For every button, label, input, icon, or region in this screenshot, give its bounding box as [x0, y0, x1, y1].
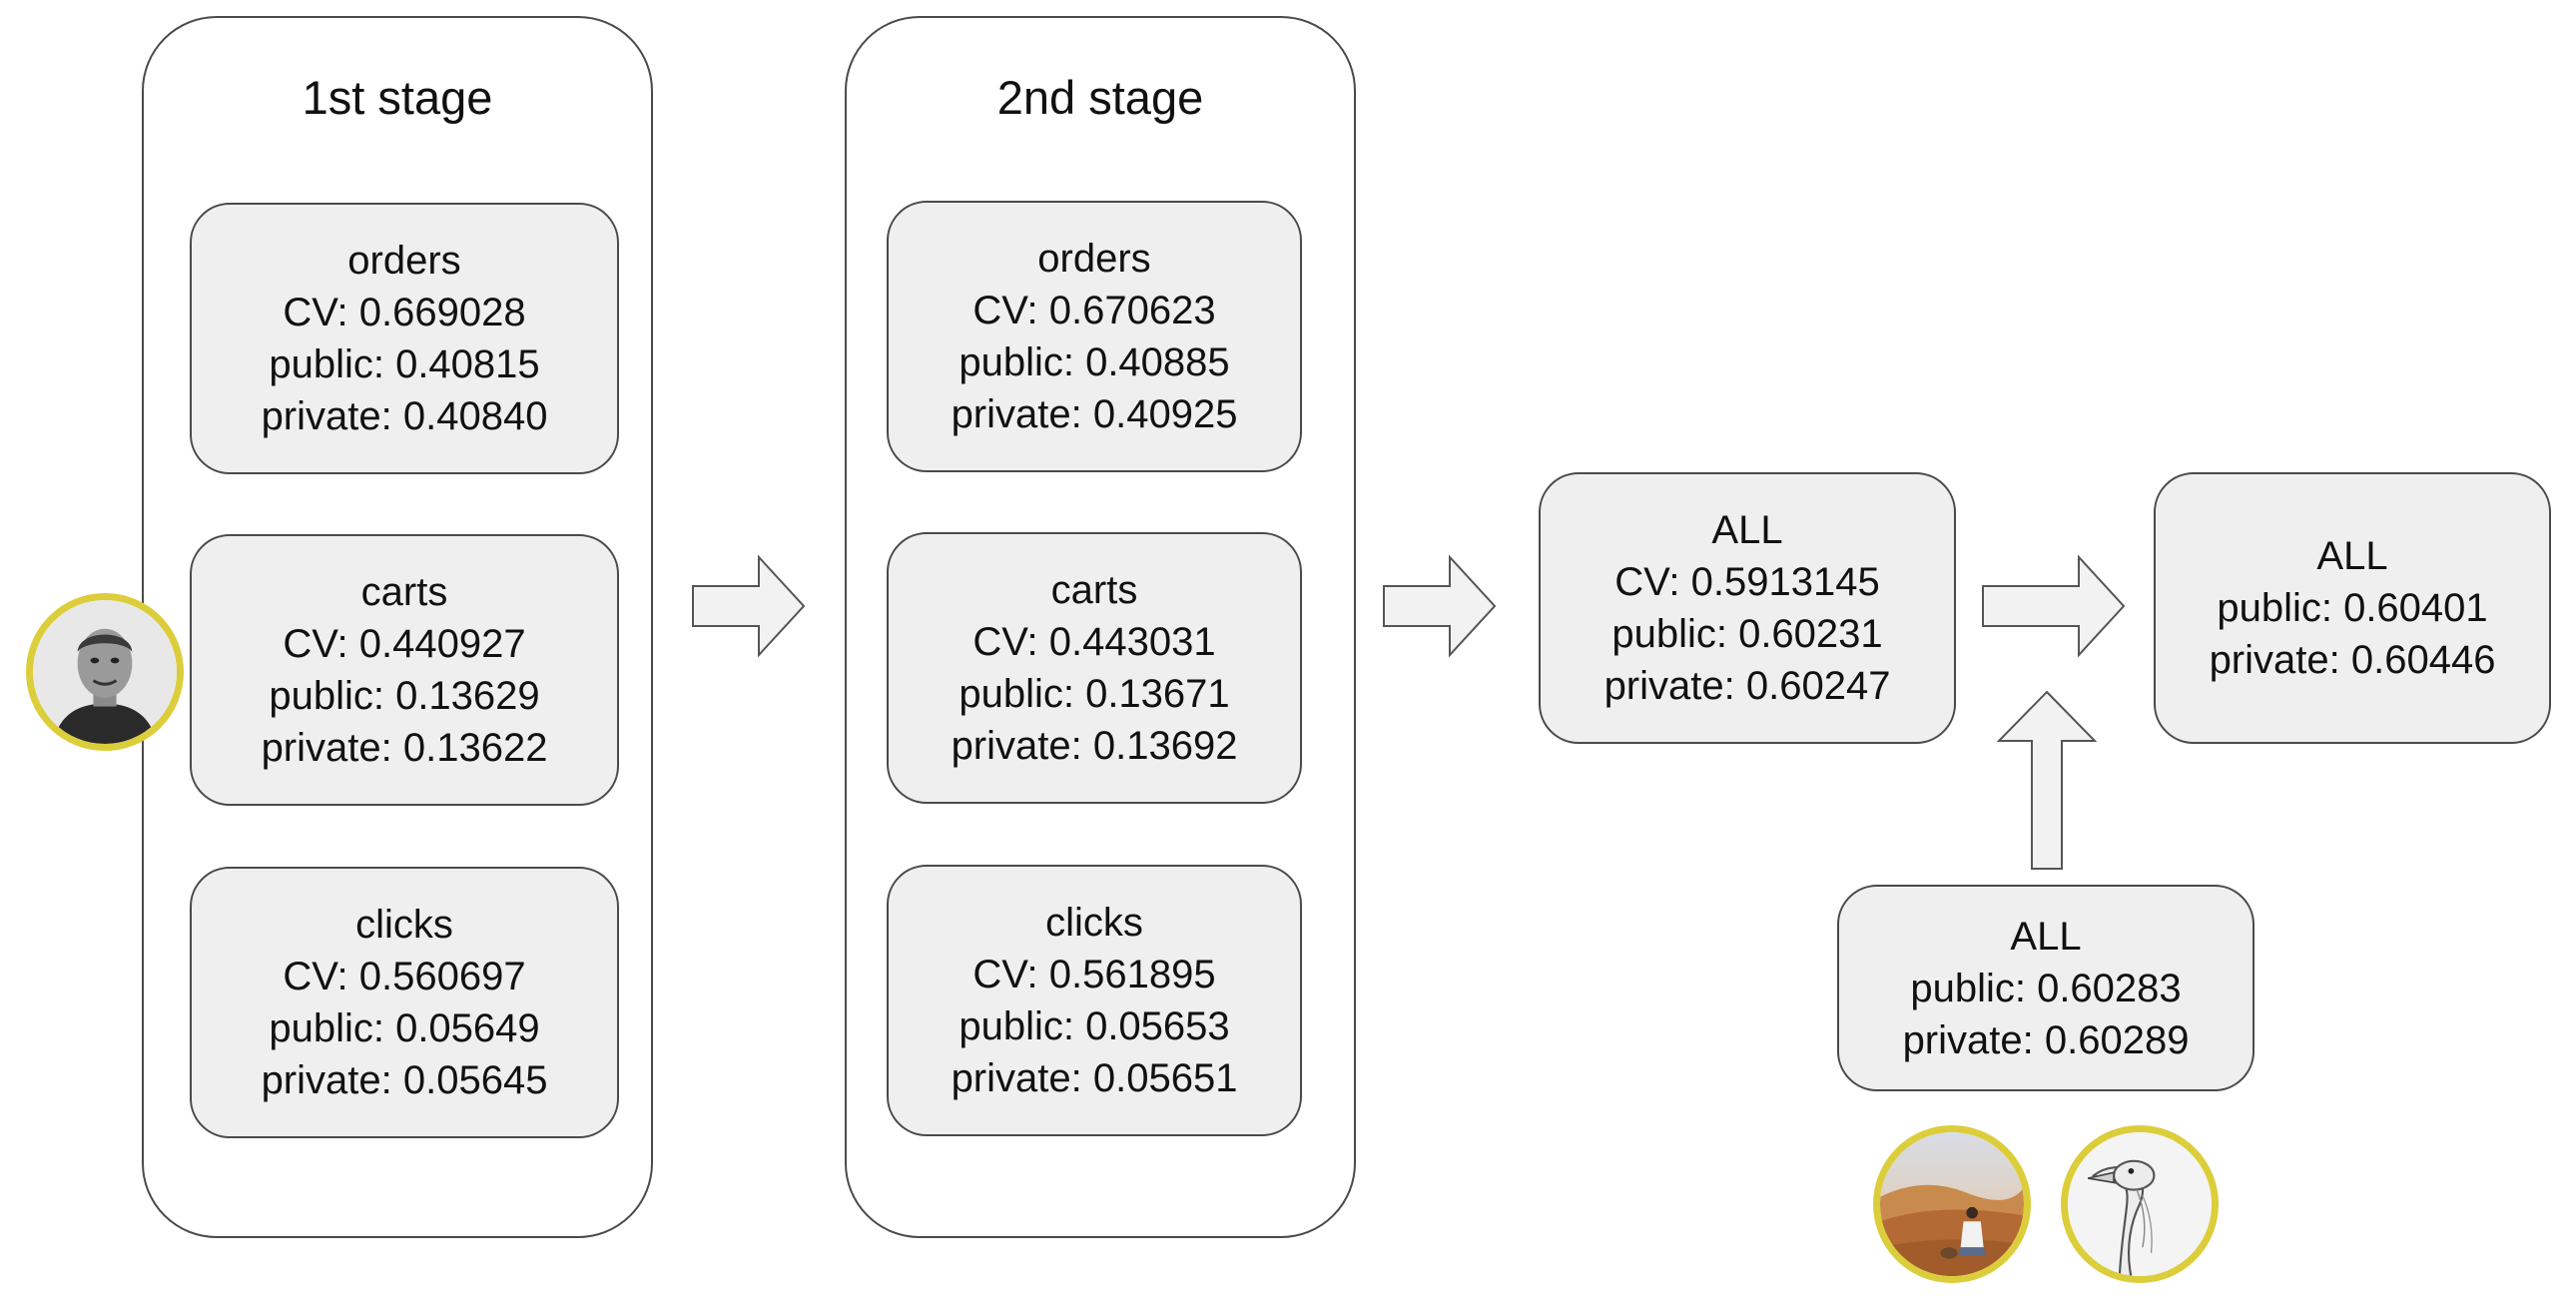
box-cv: CV: 0.560697 — [283, 955, 526, 998]
box-label: carts — [360, 570, 448, 614]
box-label: carts — [1050, 568, 1138, 612]
box-private: private: 0.13622 — [261, 726, 548, 770]
box-cv: CV: 0.440927 — [283, 622, 526, 666]
person-avatar — [26, 593, 184, 751]
box-private: private: 0.05645 — [261, 1058, 548, 1102]
box-label: ALL — [2010, 914, 2082, 959]
box-private: private: 0.13692 — [951, 724, 1238, 768]
stage-1-title: 1st stage — [302, 71, 493, 124]
right-arrow-icon — [1982, 554, 2126, 658]
ensemble-all-box: ALL CV: 0.5913145 public: 0.60231 privat… — [1539, 472, 1956, 744]
box-label: clicks — [355, 903, 453, 947]
box-public: public: 0.40815 — [269, 342, 540, 386]
box-public: public: 0.60401 — [2217, 586, 2488, 630]
box-public: public: 0.13671 — [959, 672, 1230, 716]
teammates-all-box: ALL public: 0.60283 private: 0.60289 — [1837, 885, 2254, 1091]
stage-1-orders-box: orders CV: 0.669028 public: 0.40815 priv… — [190, 203, 619, 474]
stage-2-carts-box: carts CV: 0.443031 public: 0.13671 priva… — [887, 532, 1302, 804]
box-private: private: 0.60446 — [2209, 638, 2496, 682]
box-cv: CV: 0.5913145 — [1614, 560, 1880, 604]
box-public: public: 0.60231 — [1611, 612, 1883, 656]
box-private: private: 0.60289 — [1902, 1017, 2190, 1062]
box-public: public: 0.13629 — [269, 674, 540, 718]
box-label: orders — [347, 239, 461, 283]
box-label: ALL — [2316, 534, 2388, 578]
stage-2-title: 2nd stage — [996, 71, 1204, 124]
stage-1-clicks-box: clicks CV: 0.560697 public: 0.05649 priv… — [190, 867, 619, 1138]
desert-avatar — [1873, 1125, 2031, 1283]
right-arrow-icon — [1383, 554, 1497, 658]
box-public: public: 0.60283 — [1910, 966, 2182, 1010]
box-public: public: 0.05653 — [959, 1004, 1230, 1048]
up-arrow-icon — [1996, 690, 2098, 870]
box-public: public: 0.40885 — [959, 340, 1230, 384]
stage-1-carts-box: carts CV: 0.440927 public: 0.13629 priva… — [190, 534, 619, 806]
goose-avatar — [2061, 1125, 2219, 1283]
box-cv: CV: 0.670623 — [972, 289, 1216, 332]
box-cv: CV: 0.443031 — [972, 620, 1216, 664]
final-all-box: ALL public: 0.60401 private: 0.60446 — [2154, 472, 2551, 744]
box-public: public: 0.05649 — [269, 1006, 540, 1050]
box-label: clicks — [1045, 901, 1143, 945]
box-private: private: 0.60247 — [1604, 664, 1891, 708]
box-private: private: 0.40840 — [261, 394, 548, 438]
box-cv: CV: 0.561895 — [972, 953, 1216, 996]
box-label: orders — [1037, 237, 1151, 281]
right-arrow-icon — [692, 554, 806, 658]
stage-2-orders-box: orders CV: 0.670623 public: 0.40885 priv… — [887, 201, 1302, 472]
box-private: private: 0.40925 — [951, 392, 1238, 436]
stage-2-clicks-box: clicks CV: 0.561895 public: 0.05653 priv… — [887, 865, 1302, 1136]
box-label: ALL — [1711, 508, 1783, 552]
box-private: private: 0.05651 — [951, 1056, 1238, 1100]
box-cv: CV: 0.669028 — [283, 291, 526, 334]
